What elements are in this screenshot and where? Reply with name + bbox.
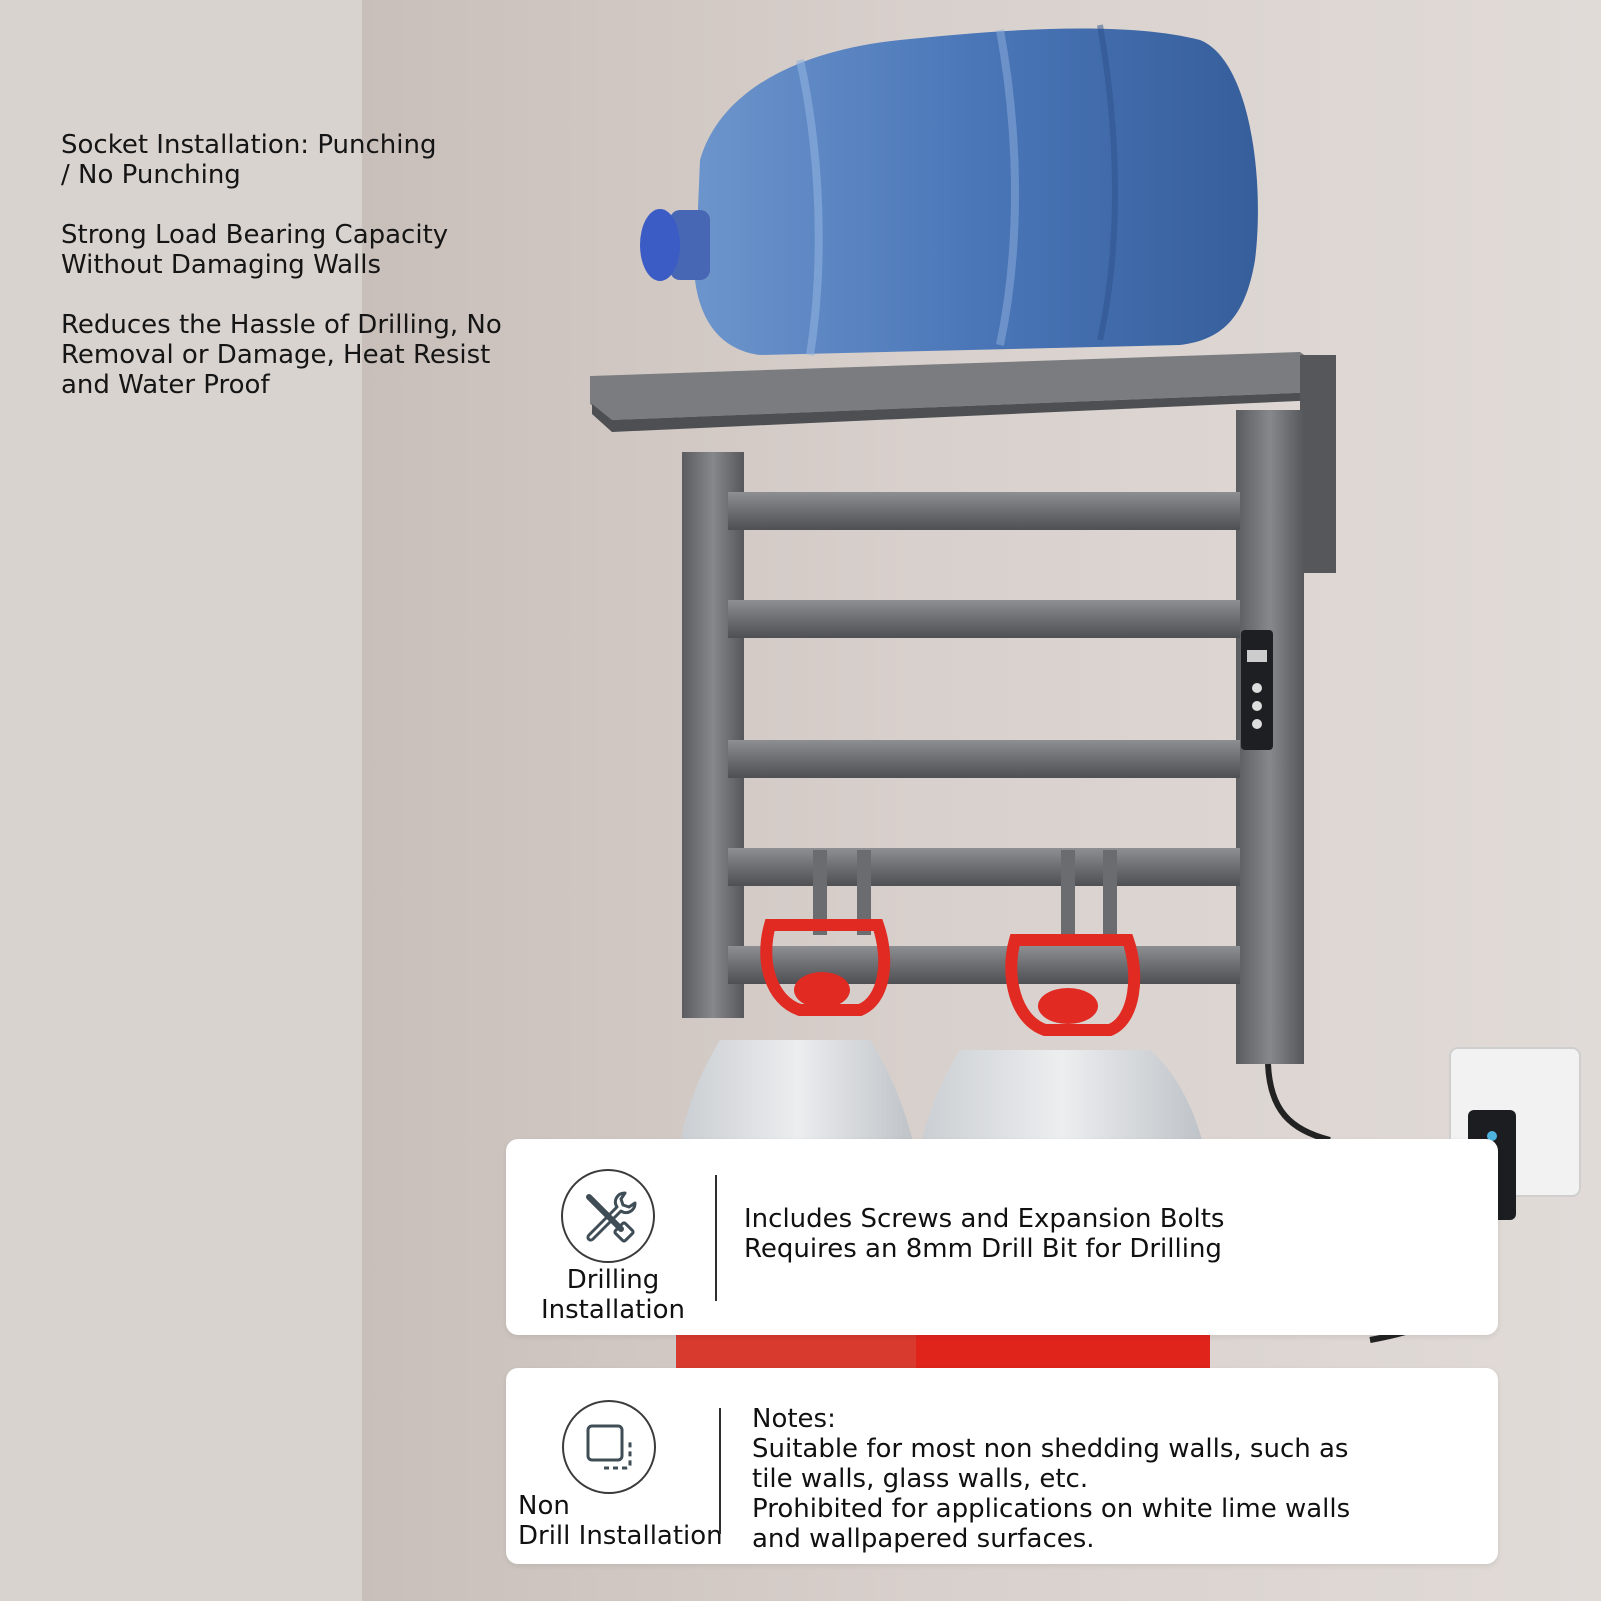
drilling-detail-line: Requires an 8mm Drill Bit for Drilling: [744, 1234, 1222, 1264]
feature-no-drilling-hassle: Reduces the Hassle of Drilling, No Remov…: [61, 310, 502, 400]
drilling-detail-line: Includes Screws and Expansion Bolts: [744, 1204, 1225, 1234]
non-drill-installation-card: Non Drill Installation Notes: Suitable f…: [506, 1368, 1498, 1564]
tools-icon: [561, 1169, 655, 1263]
adhesive-square-icon: [562, 1400, 656, 1494]
notes-line: and wallpapered surfaces.: [752, 1524, 1095, 1554]
card-divider: [715, 1175, 717, 1301]
notes-line: Prohibited for applications on white lim…: [752, 1494, 1351, 1524]
card-divider: [719, 1408, 721, 1534]
feature-socket-installation: Socket Installation: Punching / No Punch…: [61, 130, 437, 190]
drilling-installation-card: Drilling Installation Includes Screws an…: [506, 1139, 1498, 1335]
notes-line: tile walls, glass walls, etc.: [752, 1464, 1089, 1494]
drilling-installation-details: Includes Screws and Expansion Bolts Requ…: [744, 1204, 1224, 1264]
non-drill-installation-label: Non Drill Installation: [518, 1491, 723, 1551]
notes-heading: Notes:: [752, 1404, 836, 1434]
water-jug: [640, 24, 1258, 356]
non-drill-installation-notes: Notes: Suitable for most non shedding wa…: [752, 1404, 1350, 1554]
drilling-installation-label: Drilling Installation: [540, 1265, 685, 1325]
feature-list: Socket Installation: Punching / No Punch…: [61, 130, 531, 430]
notes-line: Suitable for most non shedding walls, su…: [752, 1434, 1349, 1464]
feature-load-bearing: Strong Load Bearing Capacity Without Dam…: [61, 220, 449, 280]
